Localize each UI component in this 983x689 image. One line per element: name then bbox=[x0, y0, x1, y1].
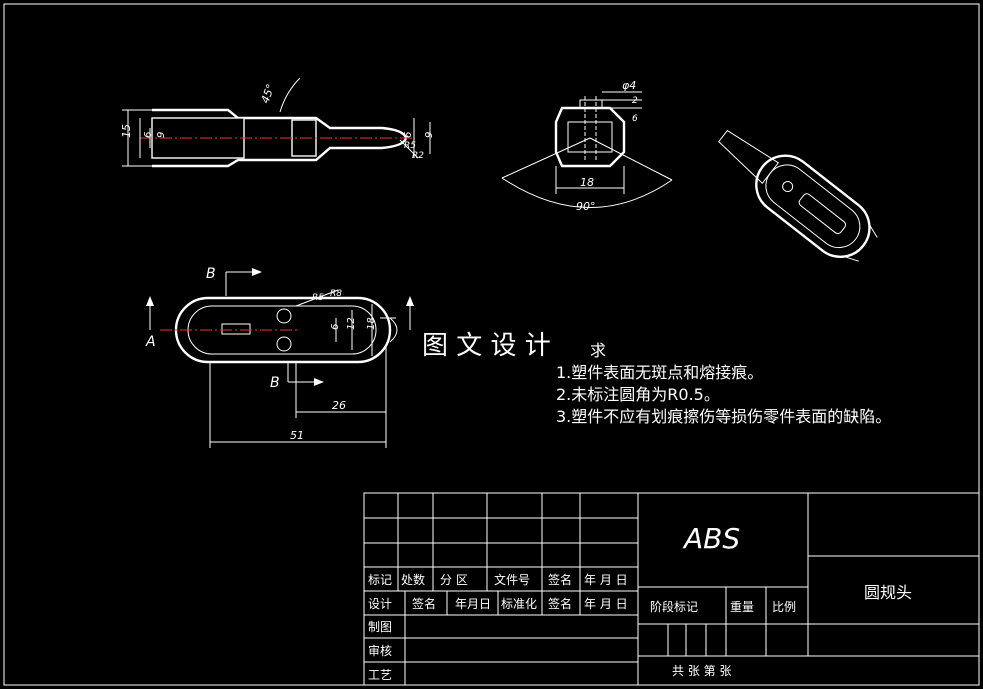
tb-date-b: 年月日 bbox=[455, 597, 491, 611]
tb-count: 处数 bbox=[401, 572, 425, 587]
dim-r5-front: R5 bbox=[312, 293, 324, 303]
tb-sign-a: 签名 bbox=[548, 572, 572, 587]
section-label-b-top: B bbox=[206, 266, 216, 282]
tb-review: 审核 bbox=[368, 643, 392, 658]
tb-scale: 比例 bbox=[772, 600, 796, 614]
dim-6-front: 6 bbox=[330, 324, 341, 330]
dim-6-side: 6 bbox=[632, 114, 638, 124]
material-label: ABS bbox=[682, 522, 740, 555]
note-2: 2.未标注圆角为R0.5。 bbox=[556, 385, 720, 404]
dim-6-left: 6 bbox=[143, 132, 154, 138]
tb-sign-b: 签名 bbox=[412, 596, 436, 611]
tb-weight: 重量 bbox=[730, 600, 754, 614]
dim-9-left: 9 bbox=[156, 132, 167, 138]
note-3: 3.塑件不应有划痕擦伤等损伤零件表面的缺陷。 bbox=[556, 407, 891, 426]
dim-51: 51 bbox=[290, 429, 304, 442]
section-label-a: A bbox=[145, 334, 156, 350]
tb-standardize: 标准化 bbox=[501, 597, 537, 611]
dim-r2: R2 bbox=[412, 151, 424, 161]
dim-18-front: 18 bbox=[366, 317, 377, 330]
tb-process: 工艺 bbox=[368, 668, 392, 682]
dim-2: 2 bbox=[632, 96, 638, 106]
front-view-labels: A B B R5 R8 6 12 18 26 51 bbox=[145, 266, 377, 442]
tb-drawing: 制图 bbox=[368, 620, 392, 634]
dim-phi4: φ4 bbox=[622, 79, 636, 92]
top-section-view bbox=[122, 77, 431, 168]
title-block-text: 标记 处数 分 区 文件号 签名 年 月 日 设计 签名 年月日 标准化 签名 … bbox=[368, 572, 796, 682]
tb-mark: 标记 bbox=[368, 573, 392, 587]
tb-date-a: 年 月 日 bbox=[584, 573, 628, 587]
part-name: 圆规头 bbox=[864, 583, 912, 602]
watermark-text: 图 文 设 计 bbox=[422, 331, 551, 361]
tb-sign-c: 签名 bbox=[548, 596, 572, 611]
dim-90-deg: 90° bbox=[576, 200, 596, 213]
section-label-b-bottom: B bbox=[270, 375, 280, 391]
dim-r5: R5 bbox=[404, 141, 416, 151]
tb-sheets: 共 张 第 张 bbox=[672, 664, 731, 678]
dim-26: 26 bbox=[332, 399, 346, 412]
dim-15: 15 bbox=[120, 124, 133, 138]
notes-heading-fragment: 求 bbox=[590, 341, 606, 360]
dim-45-deg: 45° bbox=[259, 82, 278, 105]
dim-12-front: 12 bbox=[346, 317, 357, 330]
side-view bbox=[501, 91, 673, 208]
dim-r8-front: R8 bbox=[330, 289, 342, 299]
tb-date-c: 年 月 日 bbox=[584, 597, 628, 611]
tb-design: 设计 bbox=[368, 597, 392, 611]
side-view-dim-labels: φ4 2 6 18 90° bbox=[576, 79, 638, 213]
note-1: 1.塑件表面无斑点和熔接痕。 bbox=[556, 363, 763, 382]
dim-18-side: 18 bbox=[580, 176, 594, 189]
front-view bbox=[146, 268, 414, 448]
dim-6-right: 6 bbox=[403, 132, 414, 138]
top-view-dim-labels: 15 6 9 6 9 45° R5 R2 bbox=[120, 82, 435, 161]
tb-zone: 分 区 bbox=[440, 573, 468, 587]
title-block bbox=[363, 492, 980, 686]
tb-file-no: 文件号 bbox=[494, 572, 530, 587]
isometric-view bbox=[718, 129, 878, 262]
dim-9-right: 9 bbox=[424, 132, 435, 138]
tb-stage-mark: 阶段标记 bbox=[650, 599, 698, 614]
